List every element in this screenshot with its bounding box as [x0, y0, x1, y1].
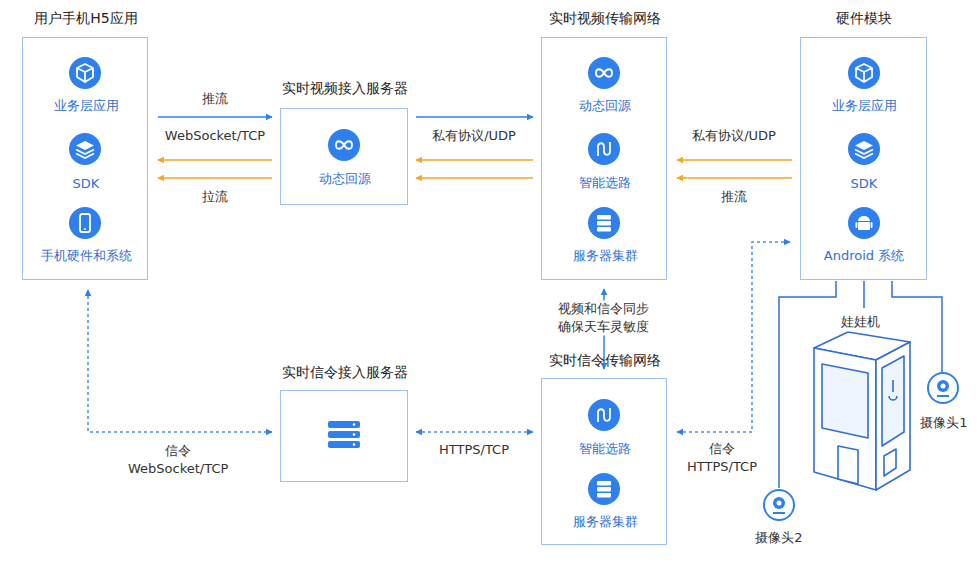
edge-label: 推流	[200, 90, 230, 108]
panel-box: 硬件模块业务层应用SDKAndroid 系统	[800, 37, 927, 280]
note-label: WebSocket/TCP	[163, 127, 267, 145]
item-label: 服务器集群	[573, 513, 638, 531]
panel-box: 实时视频传输网络动态回源智能选路服务器集群	[541, 37, 667, 280]
edge-label: 信令 HTTPS/TCP	[680, 440, 764, 475]
panel-box: 实时信令传输网络智能选路服务器集群	[541, 378, 667, 545]
item-label: 业务层应用	[832, 97, 897, 115]
edge-label: 视频和信令同步 确保天车灵敏度	[555, 300, 654, 335]
panel-heading: 实时视频接入服务器	[282, 80, 408, 98]
panel-heading: 用户手机H5应用	[34, 10, 137, 28]
item-label: 智能选路	[579, 174, 631, 192]
item-label: 手机硬件和系统	[41, 247, 132, 265]
item-label: 动态回源	[319, 170, 371, 188]
edge-label: 私有协议/UDP	[430, 127, 518, 145]
note-label: 摄像头1	[918, 414, 969, 432]
panel-box: 用户手机H5应用业务层应用SDK手机硬件和系统	[22, 37, 148, 280]
item-label: 智能选路	[579, 440, 631, 458]
panel-box: 实时信令接入服务器	[280, 390, 408, 482]
stream-connector	[677, 177, 792, 179]
item-label: 业务层应用	[54, 97, 119, 115]
stream-connector	[416, 116, 533, 118]
edge-label: 推流	[719, 188, 749, 206]
item-label: 动态回源	[579, 97, 631, 115]
stream-connector	[158, 116, 272, 118]
panel-heading: 实时信令接入服务器	[282, 364, 408, 382]
stream-connector	[416, 159, 533, 161]
edge-label: 拉流	[200, 188, 230, 206]
note-label: 娃娃机	[839, 313, 882, 331]
item-label: SDK	[851, 176, 878, 191]
stream-connector	[677, 159, 792, 161]
signal-connector	[416, 431, 533, 433]
panel-heading: 实时信令传输网络	[549, 352, 661, 370]
signal-connector	[677, 242, 790, 432]
panel-heading: 硬件模块	[836, 10, 892, 28]
item-label: 服务器集群	[573, 247, 638, 265]
panel-box: 实时视频接入服务器动态回源	[280, 108, 408, 205]
edge-label: HTTPS/TCP	[437, 441, 511, 459]
camera-icon	[764, 490, 794, 520]
item-label: Android 系统	[824, 247, 904, 265]
edge-label: 私有协议/UDP	[690, 127, 778, 145]
camera-icon	[928, 373, 958, 403]
panel-heading: 实时视频传输网络	[549, 10, 661, 28]
icons	[69, 57, 880, 505]
stream-connector	[158, 159, 272, 161]
stream-connector	[158, 177, 272, 179]
claw-machine	[814, 332, 910, 490]
item-label: SDK	[73, 176, 100, 191]
note-label: 摄像头2	[753, 529, 804, 547]
edge-label: 信令 WebSocket/TCP	[126, 442, 230, 477]
signal-connector	[88, 290, 272, 432]
stream-connector	[416, 177, 533, 179]
